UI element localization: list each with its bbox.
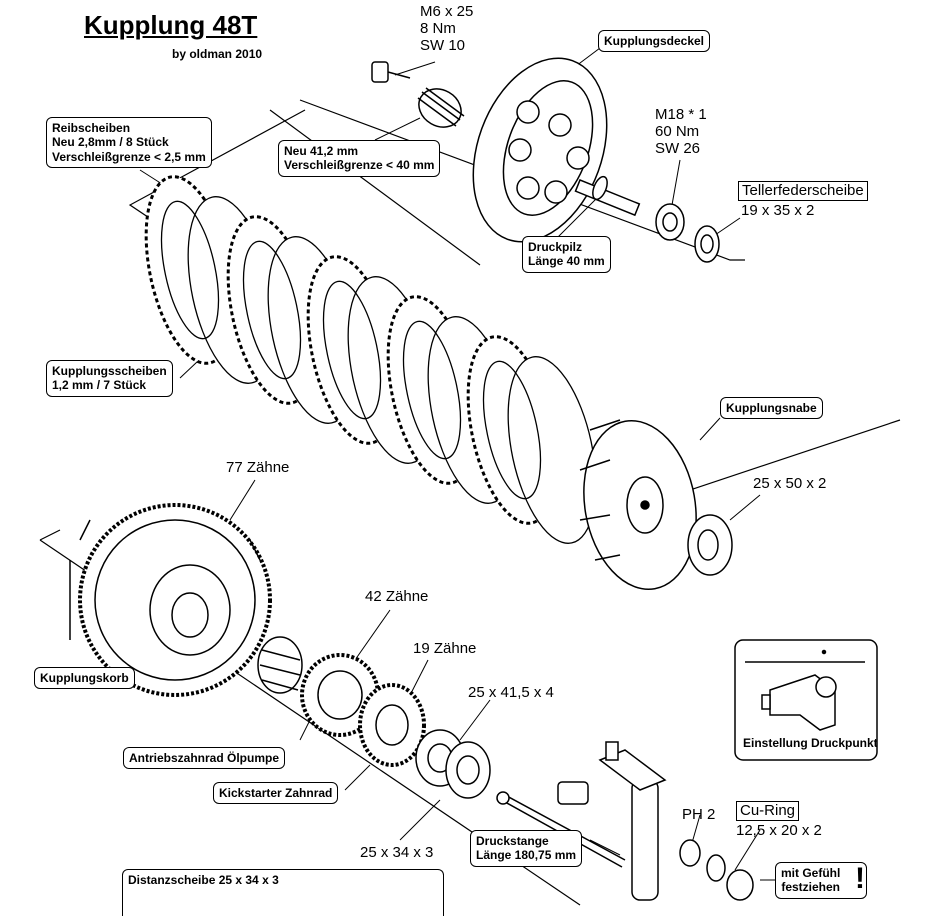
clutch-hub (579, 419, 697, 591)
washers (415, 729, 491, 799)
nut-spec-label: M18 * 1 60 Nm SW 26 (655, 106, 707, 157)
tellerfeder-size: 19 x 35 x 2 (741, 202, 815, 219)
warning-exclamation: ! (855, 862, 865, 895)
label-feder: Neu 41,2 mm Verschleißgrenze < 40 mm (278, 140, 441, 177)
washer-25x34-size: 25 x 34 x 3 (360, 844, 434, 861)
label-druckstange: Druckstange Länge 180,75 mm (470, 830, 583, 867)
teeth-42-label: 42 Zähne (365, 588, 429, 605)
nut-and-washer (655, 203, 720, 263)
label-distanzscheibe: Distanzscheibe 25 x 34 x 3 (122, 869, 444, 916)
washer-25x50-size: 25 x 50 x 2 (753, 475, 827, 492)
spring (417, 87, 465, 128)
inset-frame (734, 639, 878, 761)
clutch-cover (472, 57, 608, 243)
screw-spec-label: M6 x 25 8 Nm SW 10 (420, 3, 474, 54)
label-kickstarter: Kickstarter Zahnrad (213, 782, 339, 805)
label-einstellung: Einstellung Druckpunkt (743, 736, 878, 750)
label-antriebszahnrad: Antriebszahnrad Ölpumpe (123, 747, 286, 770)
washer-25x50 (687, 514, 733, 576)
teeth-77-label: 77 Zähne (226, 459, 290, 476)
clutch-basket (69, 503, 272, 697)
label-druckpilz: Druckpilz Länge 40 mm (522, 236, 611, 273)
cu-ring-size: 12,5 x 20 x 2 (736, 822, 822, 839)
page-subtitle: by oldman 2010 (172, 47, 263, 61)
page-title: Kupplung 48T (84, 10, 258, 40)
label-kupplungsdeckel: Kupplungsdeckel (598, 30, 711, 53)
druckpilz-pin (574, 175, 641, 217)
screw (371, 61, 411, 83)
label-kupplungsscheiben: Kupplungsscheiben 1,2 mm / 7 Stück (46, 360, 173, 397)
gears (300, 653, 426, 767)
washer-25x41-size: 25 x 41,5 x 4 (468, 684, 554, 701)
label-kupplungsnabe: Kupplungsnabe (720, 397, 823, 420)
label-gefuehl: mit Gefühl festziehen (775, 862, 868, 899)
label-cu-ring: Cu-Ring (736, 801, 800, 821)
label-reibscheiben: Reibscheiben Neu 2,8mm / 8 Stück Verschl… (46, 117, 212, 169)
clutch-plate-stack (144, 175, 597, 544)
label-tellerfederscheibe: Tellerfederscheibe (738, 181, 868, 201)
ph2-label: PH 2 (682, 806, 716, 823)
label-kupplungskorb: Kupplungskorb (34, 667, 135, 690)
bushing (257, 636, 303, 694)
release-lever (557, 741, 754, 901)
teeth-19-label: 19 Zähne (413, 640, 477, 657)
